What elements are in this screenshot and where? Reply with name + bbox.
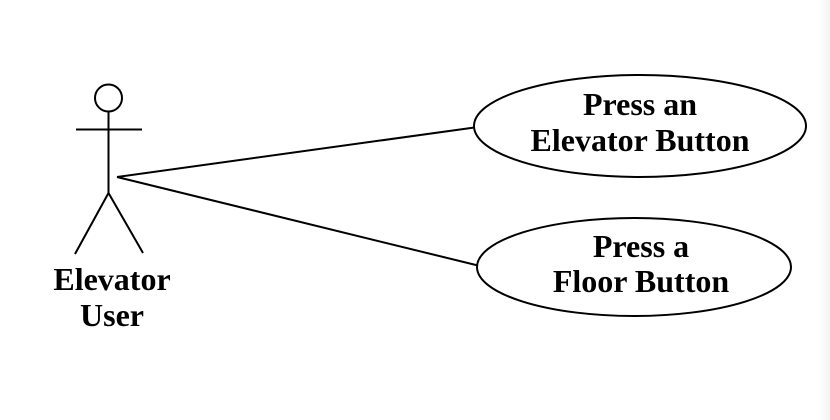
actor-label-line-1: Elevator xyxy=(53,261,171,297)
actor-right-leg xyxy=(107,192,144,254)
association-line-press-elevator-button xyxy=(116,126,479,178)
use-case-label-press-elevator-button: Press an Elevator Button xyxy=(473,86,807,158)
use-case-ellipse-press-elevator-button xyxy=(473,74,807,178)
actor-label-line-2: User xyxy=(80,297,144,333)
actor-head xyxy=(94,83,123,113)
use-case-label-press-floor-button: Press a Floor Button xyxy=(483,229,799,299)
actor-left-leg xyxy=(74,192,110,255)
actor-figure xyxy=(74,83,144,255)
use-case-2-label-line-1: Press a xyxy=(592,228,690,264)
use-case-1-label-line-2: Elevator Button xyxy=(530,122,750,158)
use-case-2-label-line-2: Floor Button xyxy=(552,263,730,299)
page-edge-shade xyxy=(818,0,830,420)
use-case-1-label-line-1: Press an xyxy=(582,86,698,122)
actor-label: Elevator User xyxy=(12,261,212,333)
association-line-press-floor-button xyxy=(116,176,481,267)
use-case-ellipse-press-floor-button xyxy=(476,217,792,317)
